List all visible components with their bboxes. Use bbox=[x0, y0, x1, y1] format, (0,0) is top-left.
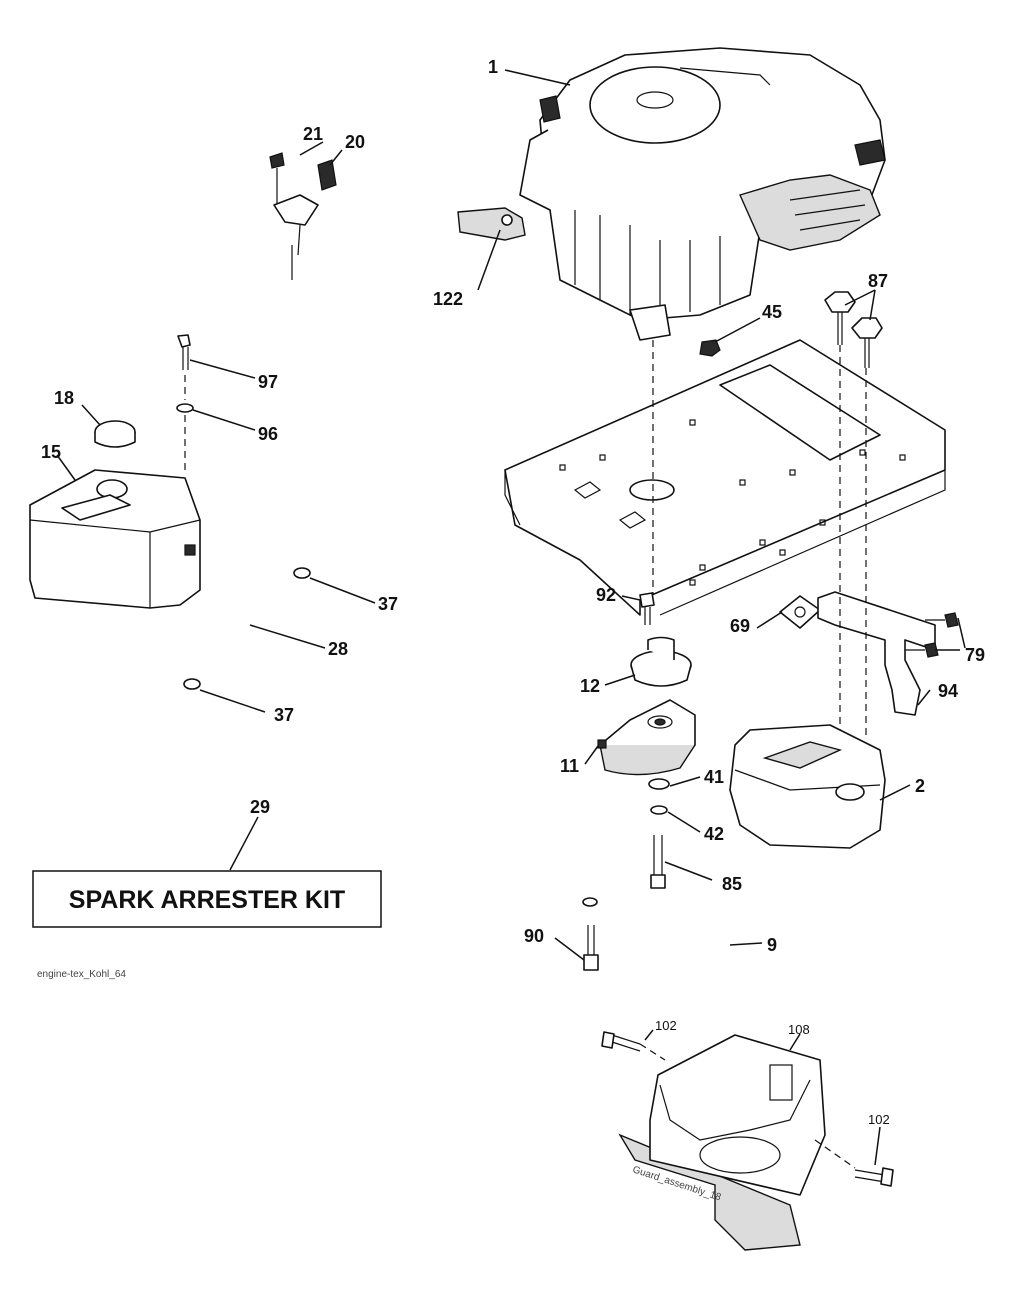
fuel-tank-cap bbox=[94, 420, 136, 448]
callout-29: 29 bbox=[250, 797, 270, 817]
bolt-92 bbox=[639, 592, 655, 625]
callout-37-bottom: 37 bbox=[274, 705, 294, 725]
callout-20: 20 bbox=[345, 132, 365, 152]
callout-12: 12 bbox=[580, 676, 600, 696]
callout-45: 45 bbox=[762, 302, 782, 322]
fuel-line bbox=[183, 567, 311, 690]
bolt-90 bbox=[583, 925, 599, 971]
exhaust-pipe-94 bbox=[817, 591, 936, 716]
callout-1: 1 bbox=[488, 57, 498, 77]
callout-labels: 1 21 20 122 45 87 97 96 18 15 37 28 37 9… bbox=[41, 57, 985, 1127]
bolts-102 bbox=[601, 1031, 894, 1187]
callout-21: 21 bbox=[303, 124, 323, 144]
callout-102-left: 102 bbox=[655, 1018, 677, 1033]
gasket-69 bbox=[779, 595, 821, 629]
spark-arrester-kit-label: SPARK ARRESTER KIT bbox=[69, 886, 345, 914]
callout-41: 41 bbox=[704, 767, 724, 787]
mounting-knobs bbox=[824, 291, 883, 368]
engine bbox=[519, 47, 886, 341]
muffler-2 bbox=[729, 724, 886, 849]
lock-nut bbox=[699, 339, 721, 357]
callout-96: 96 bbox=[258, 424, 278, 444]
callout-97: 97 bbox=[258, 372, 278, 392]
callout-79: 79 bbox=[965, 645, 985, 665]
bracket-9 bbox=[582, 897, 747, 990]
callout-87: 87 bbox=[868, 271, 888, 291]
heat-shield bbox=[457, 207, 526, 241]
callout-108: 108 bbox=[788, 1022, 810, 1037]
screw-and-washer bbox=[176, 334, 194, 413]
callout-37-top: 37 bbox=[378, 594, 398, 614]
callout-122: 122 bbox=[433, 289, 463, 309]
pulley-12 bbox=[630, 636, 692, 687]
callout-11: 11 bbox=[560, 756, 579, 776]
screws-79 bbox=[905, 612, 959, 658]
callout-90: 90 bbox=[524, 926, 544, 946]
callout-2: 2 bbox=[915, 776, 925, 796]
callout-69: 69 bbox=[730, 616, 750, 636]
callout-102-right: 102 bbox=[868, 1112, 890, 1127]
drawing-id: engine-tex_Kohl_64 bbox=[37, 969, 126, 980]
callout-28: 28 bbox=[328, 639, 348, 659]
electric-clutch-11 bbox=[597, 699, 696, 776]
callout-15: 15 bbox=[41, 442, 61, 462]
spark-arrester-kit-box: SPARK ARRESTER KIT bbox=[32, 870, 382, 928]
callout-9: 9 bbox=[767, 935, 777, 955]
fuel-tank bbox=[29, 469, 201, 609]
callout-42: 42 bbox=[704, 824, 724, 844]
callout-18: 18 bbox=[54, 388, 74, 408]
bolt-85 bbox=[650, 835, 666, 889]
assembly-lines bbox=[184, 340, 867, 1169]
clutch-guard-108 bbox=[618, 1034, 826, 1251]
callout-92: 92 bbox=[596, 585, 616, 605]
frame-plate bbox=[504, 339, 946, 616]
callout-94: 94 bbox=[938, 681, 958, 701]
callout-85: 85 bbox=[722, 874, 742, 894]
leader-lines bbox=[56, 69, 966, 1166]
fuel-shutoff-valve bbox=[269, 152, 337, 280]
washers-41-42 bbox=[648, 778, 670, 815]
